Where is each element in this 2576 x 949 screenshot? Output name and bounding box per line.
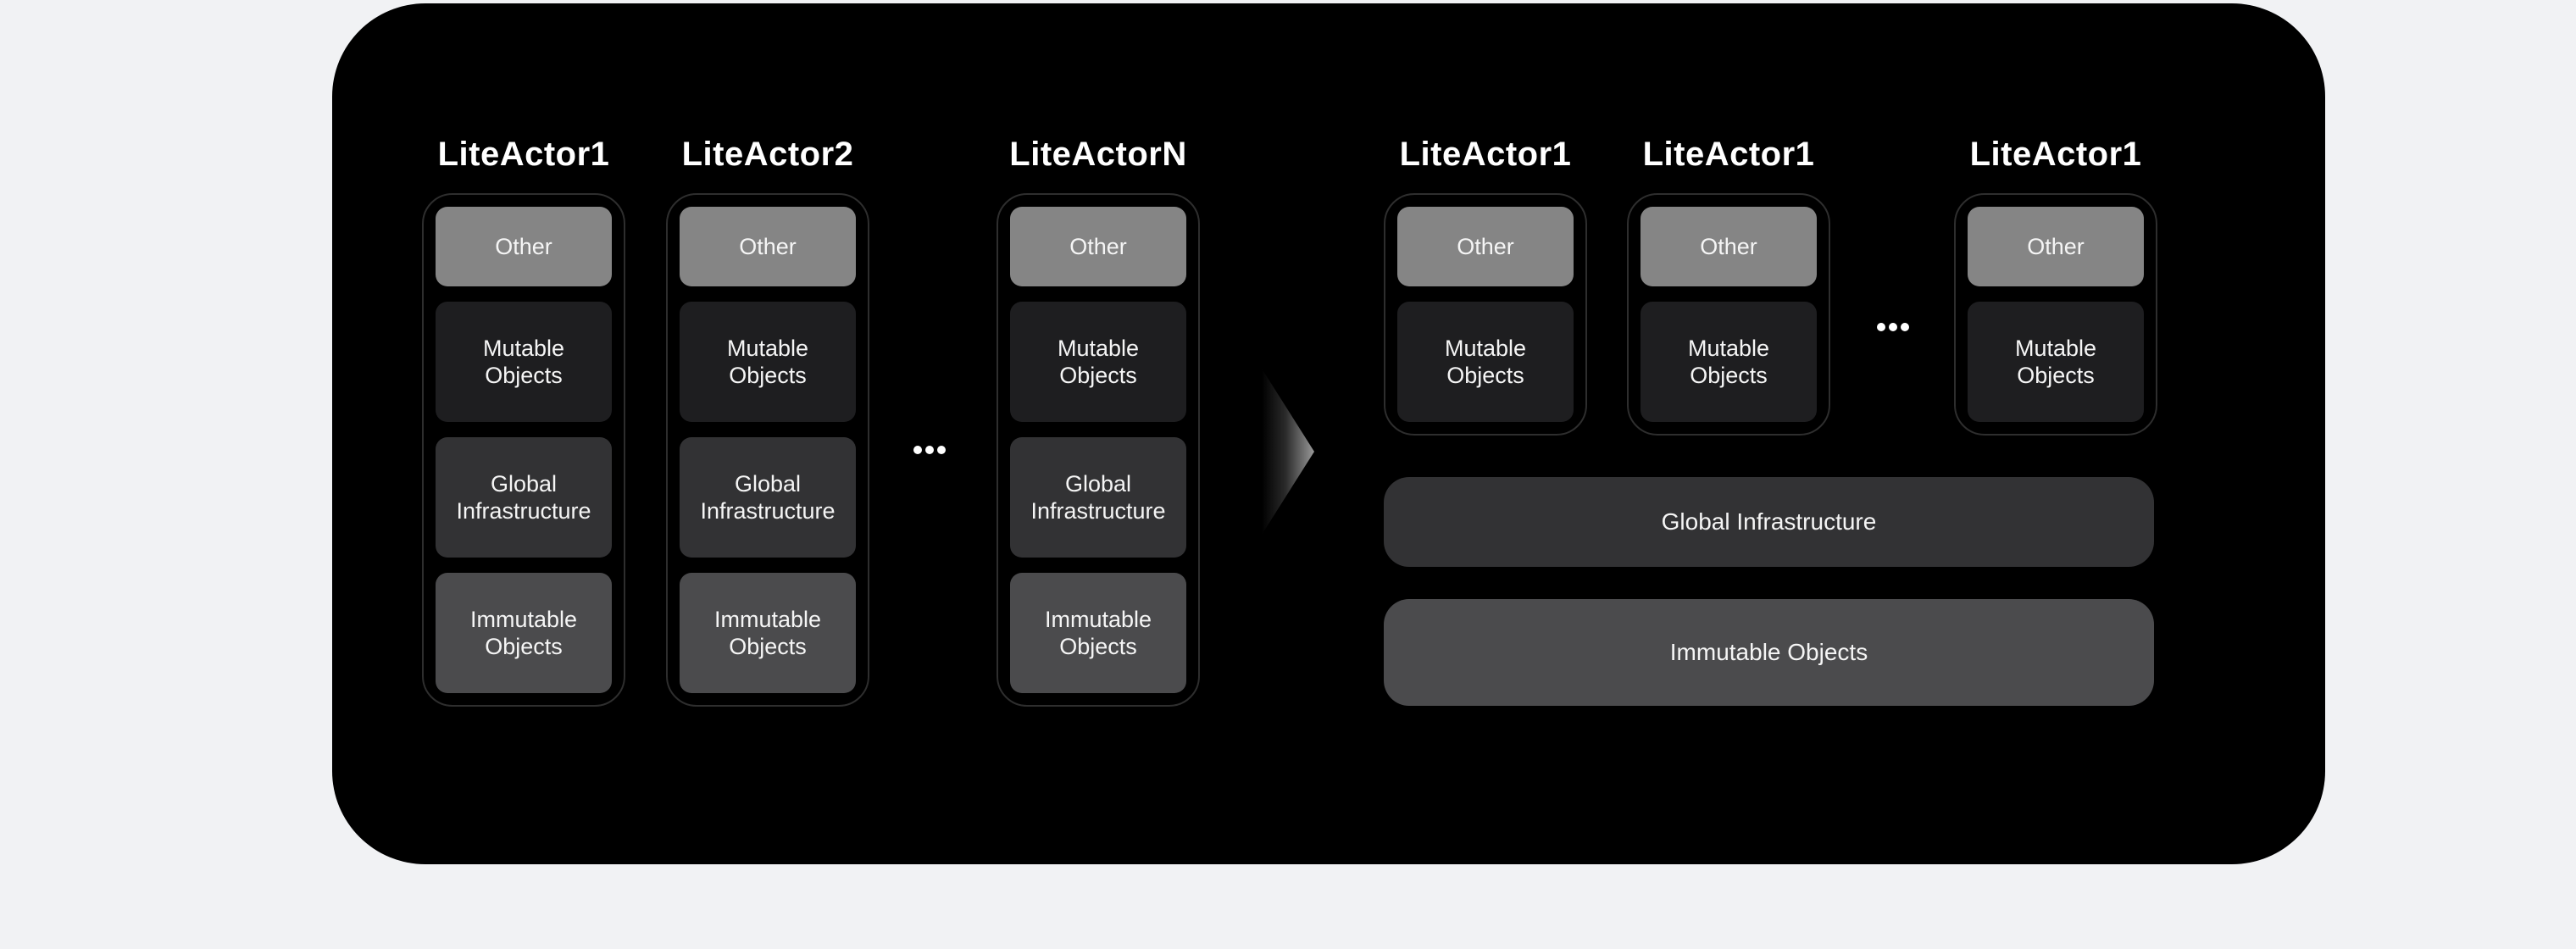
shared-bar-global-infrastructure: Global Infrastructure [1384, 477, 2154, 567]
box-label: Mutable Objects [1687, 335, 1770, 388]
box-other: Other [436, 207, 612, 286]
box-label: Global Infrastructure [1030, 470, 1166, 524]
box-other: Other [1641, 207, 1817, 286]
ellipsis-icon [913, 446, 946, 454]
bar-label: Global Infrastructure [1661, 508, 1877, 535]
box-label: Other [739, 233, 797, 259]
box-label: Global Infrastructure [700, 470, 836, 524]
ellipsis-icon [1877, 323, 1909, 331]
box-label: Immutable Objects [713, 606, 822, 659]
box-label: Mutable Objects [726, 335, 809, 388]
actor-column-right-n: LiteActor1 Other Mutable Objects [1954, 127, 2157, 436]
box-label: Other [1457, 233, 1514, 259]
box-mutable-objects: Mutable Objects [1397, 302, 1574, 422]
actor-frame: Other Mutable Objects Global Infrastruct… [997, 193, 1200, 707]
box-label: Other [2027, 233, 2085, 259]
actor-frame: Other Mutable Objects [1954, 193, 2157, 436]
box-other: Other [1968, 207, 2144, 286]
box-mutable-objects: Mutable Objects [436, 302, 612, 422]
actor-frame: Other Mutable Objects Global Infrastruct… [666, 193, 869, 707]
actor-frame: Other Mutable Objects Global Infrastruct… [422, 193, 625, 707]
arrow-right-icon [1262, 369, 1314, 535]
actor-column-left-1: LiteActor1 Other Mutable Objects Global … [422, 127, 625, 707]
diagram-canvas: LiteActor1 Other Mutable Objects Global … [332, 3, 2325, 864]
box-label: Mutable Objects [2014, 335, 2097, 388]
box-immutable-objects: Immutable Objects [436, 573, 612, 693]
box-mutable-objects: Mutable Objects [1968, 302, 2144, 422]
box-global-infrastructure: Global Infrastructure [436, 437, 612, 558]
box-immutable-objects: Immutable Objects [1010, 573, 1186, 693]
actor-title: LiteActor1 [437, 136, 610, 173]
box-mutable-objects: Mutable Objects [680, 302, 856, 422]
actor-column-left-2: LiteActor2 Other Mutable Objects Global … [666, 127, 869, 707]
actor-title: LiteActor1 [1399, 136, 1572, 173]
box-global-infrastructure: Global Infrastructure [1010, 437, 1186, 558]
box-mutable-objects: Mutable Objects [1010, 302, 1186, 422]
actor-column-right-2: LiteActor1 Other Mutable Objects [1627, 127, 1830, 436]
actor-title: LiteActor1 [1969, 136, 2142, 173]
actor-title: LiteActor2 [681, 136, 854, 173]
box-other: Other [680, 207, 856, 286]
box-label: Mutable Objects [1444, 335, 1527, 388]
actor-column-left-n: LiteActorN Other Mutable Objects Global … [997, 127, 1200, 707]
actor-frame: Other Mutable Objects [1627, 193, 1830, 436]
box-label: Other [1069, 233, 1127, 259]
box-label: Immutable Objects [469, 606, 578, 659]
box-immutable-objects: Immutable Objects [680, 573, 856, 693]
actor-title: LiteActor1 [1642, 136, 1815, 173]
bar-label: Immutable Objects [1669, 639, 1868, 665]
box-global-infrastructure: Global Infrastructure [680, 437, 856, 558]
actor-title: LiteActorN [1009, 136, 1187, 173]
shared-bar-immutable-objects: Immutable Objects [1384, 599, 2154, 706]
box-other: Other [1010, 207, 1186, 286]
box-other: Other [1397, 207, 1574, 286]
box-label: Other [1700, 233, 1757, 259]
box-label: Other [495, 233, 552, 259]
box-label: Mutable Objects [1057, 335, 1140, 388]
actor-column-right-1: LiteActor1 Other Mutable Objects [1384, 127, 1587, 436]
box-label: Global Infrastructure [456, 470, 591, 524]
box-mutable-objects: Mutable Objects [1641, 302, 1817, 422]
box-label: Mutable Objects [482, 335, 565, 388]
actor-frame: Other Mutable Objects [1384, 193, 1587, 436]
box-label: Immutable Objects [1044, 606, 1152, 659]
